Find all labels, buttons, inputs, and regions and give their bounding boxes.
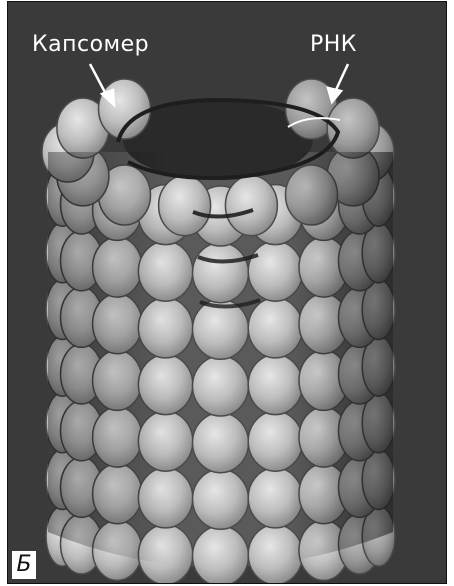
rna-arrow — [328, 64, 348, 102]
tmv-illustration — [8, 2, 447, 584]
capsomer-label: Капсомер — [32, 32, 149, 57]
rna-label: РНК — [310, 32, 357, 57]
tmv-figure: Капсомер РНК Б — [7, 1, 447, 584]
panel-letter: Б — [12, 551, 36, 579]
cylinder-shading — [48, 152, 393, 567]
